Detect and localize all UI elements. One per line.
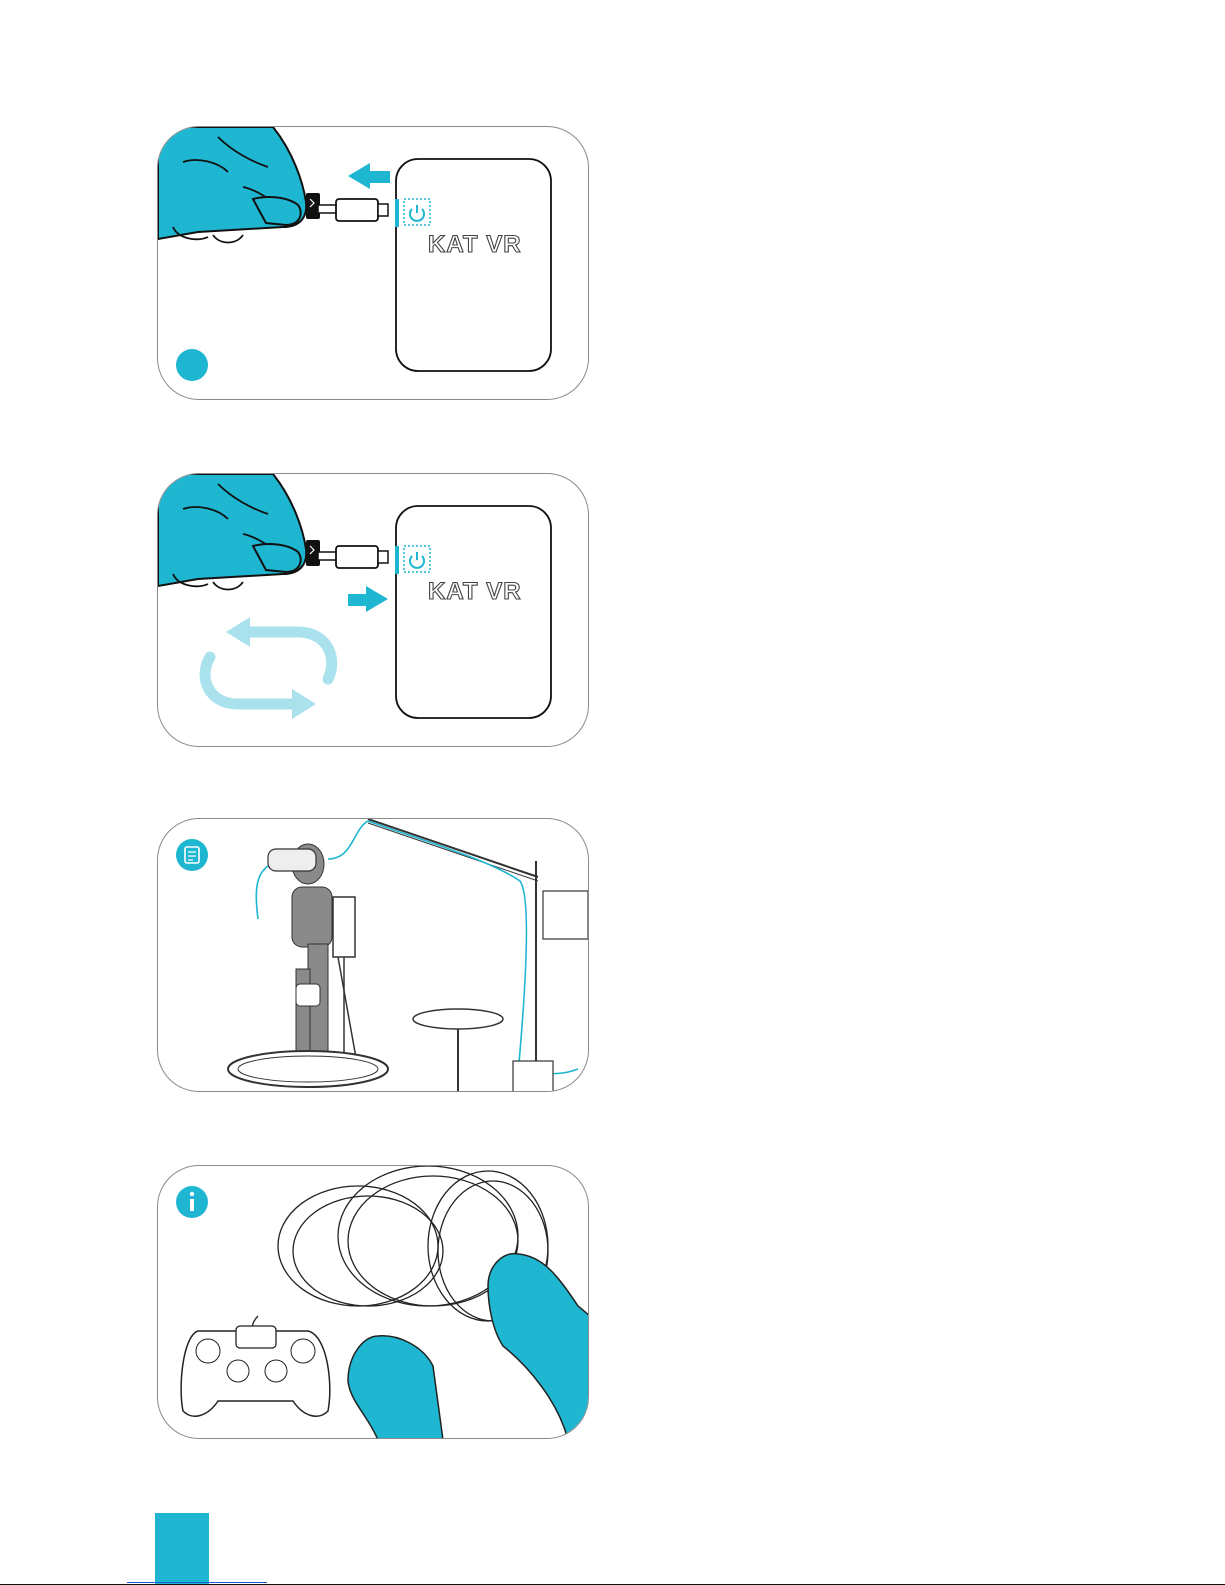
hand-right: [488, 1254, 589, 1439]
panel-replug: KAT VR: [157, 473, 589, 747]
brand-logo: KAT VR: [428, 231, 522, 258]
footer-link-underline: [127, 1582, 267, 1583]
user-figure: [292, 844, 332, 1064]
panel-setup: [157, 818, 589, 1092]
panel-cable: [157, 1165, 589, 1439]
cable-illustration: [158, 1166, 589, 1439]
replug-illustration: KAT VR: [158, 474, 589, 747]
unplug-illustration: KAT VR: [158, 127, 589, 400]
step-badge: [176, 349, 208, 381]
arrow-right-icon: [348, 586, 388, 612]
device-box: [396, 159, 551, 371]
refresh-icon: [205, 632, 332, 704]
setup-illustration: [158, 819, 589, 1092]
arrow-left-icon: [348, 163, 390, 189]
device-box: [396, 506, 551, 718]
panel-unplug: KAT VR: [157, 126, 589, 400]
brand-logo: KAT VR: [428, 578, 522, 605]
note-icon: [176, 839, 208, 871]
hand-left: [348, 1336, 443, 1439]
page-number-tab: [155, 1513, 209, 1585]
